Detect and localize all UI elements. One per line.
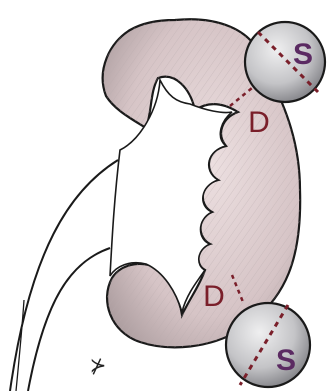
lower-gap-label: D <box>203 280 225 313</box>
upper-sphere-label: S <box>293 38 313 71</box>
lower-sphere-label: S <box>276 344 296 377</box>
lower-sphere <box>226 303 310 387</box>
artist-signature: ⊁ <box>90 355 107 377</box>
upper-gap-label: D <box>248 106 270 139</box>
